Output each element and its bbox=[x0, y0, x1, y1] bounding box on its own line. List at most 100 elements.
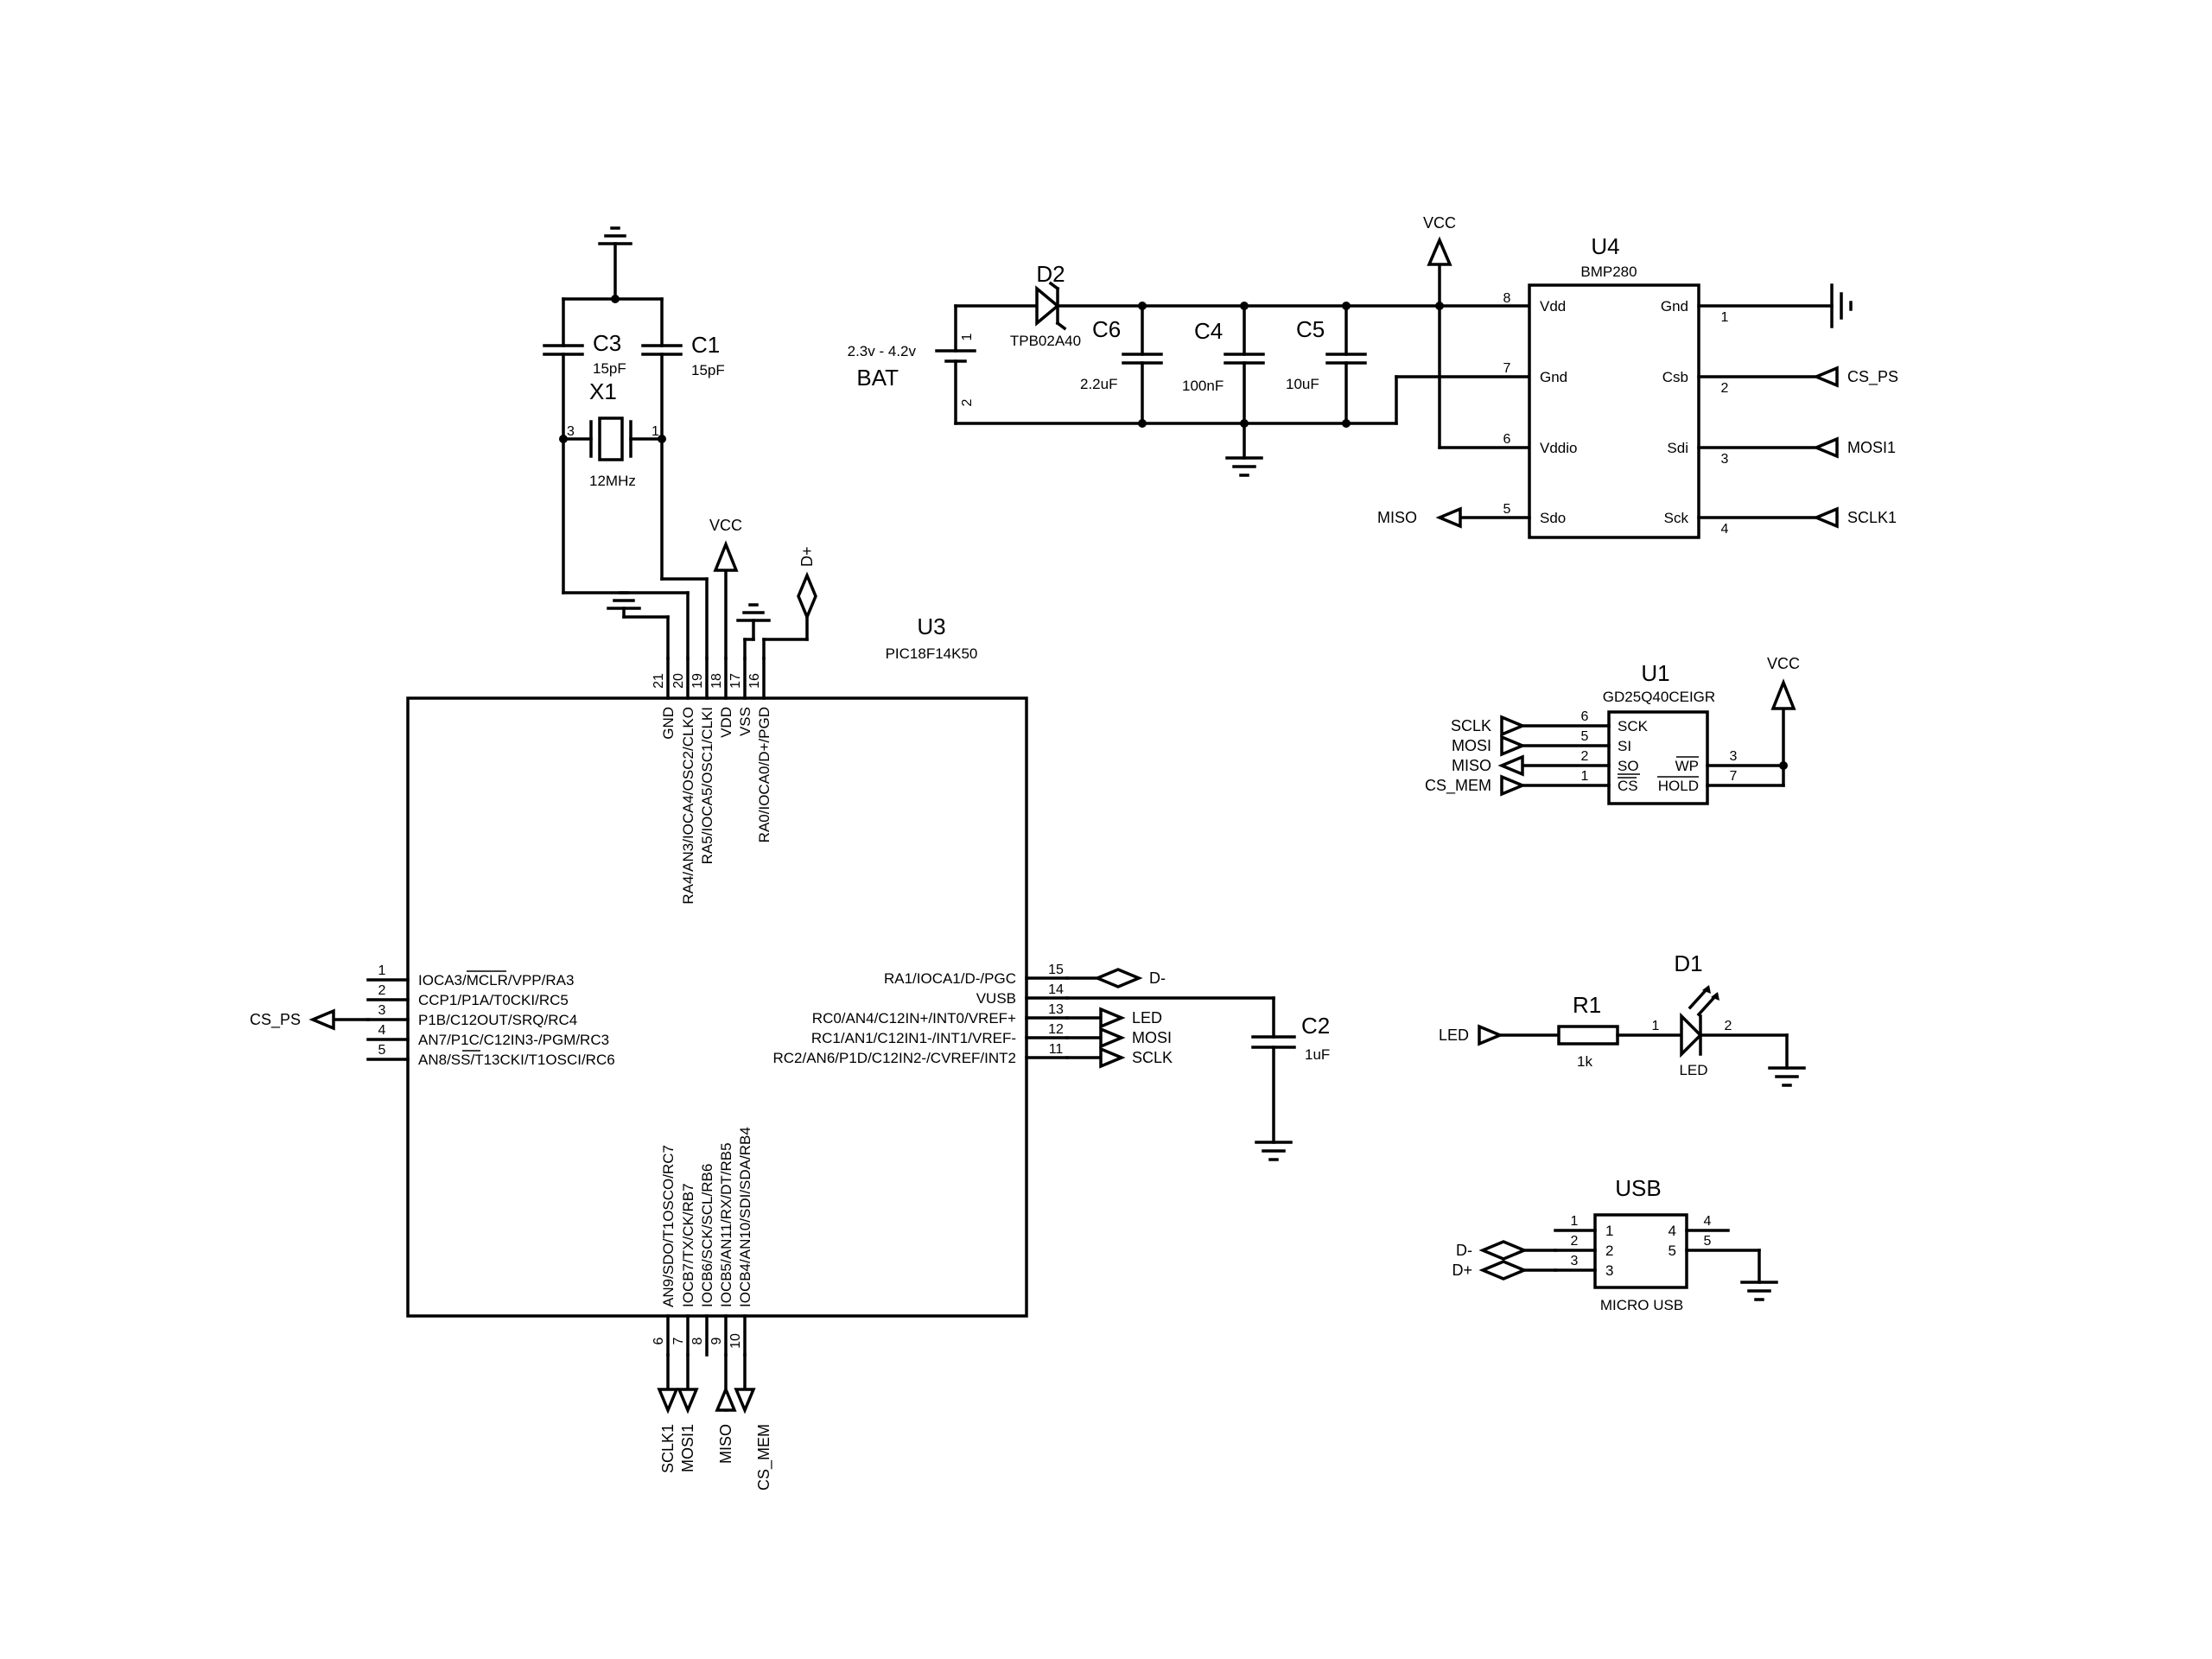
u3-pin-1-num: 1 bbox=[378, 963, 386, 978]
d1-pin-2: 2 bbox=[1725, 1019, 1732, 1033]
c2-ref: C2 bbox=[1301, 1013, 1330, 1039]
u1-pin-6-name: SCK bbox=[1618, 718, 1649, 734]
c3-value: 15pF bbox=[593, 360, 626, 377]
u1-body bbox=[1607, 710, 1709, 805]
dminus-label-u3: D- bbox=[1149, 969, 1166, 987]
bat-ref: BAT bbox=[856, 365, 899, 391]
u3-microcontroller: U3 PIC18F14K50 21 20 19 18 17 16 GND RA4… bbox=[366, 613, 1069, 1357]
u3-pin-11-num: 11 bbox=[1049, 1042, 1064, 1057]
cs-ps-port-u3 bbox=[308, 1008, 335, 1031]
power-supply-circuit: 1 2 2.3v - 4.2v BAT D2 TPB02A40 C6 2.2uF bbox=[848, 214, 1531, 477]
u4-pin-4-num: 4 bbox=[1721, 522, 1729, 537]
c5-ref: C5 bbox=[1296, 316, 1325, 342]
u3-bottom-nets: SCLK1 MOSI1 MISO CS_MEM bbox=[657, 1353, 773, 1491]
u3-pin-14-num: 14 bbox=[1048, 982, 1064, 997]
u3-ref: U3 bbox=[917, 613, 945, 639]
crystal-circuit: C3 15pF C1 15pF X1 12MHz 3 1 bbox=[543, 226, 725, 660]
u3-pin-13-name: RC0/AN4/C12IN+/INT0/VREF+ bbox=[812, 1010, 1016, 1027]
u3-pin-21-num: 21 bbox=[652, 673, 666, 689]
sclk1-label-u3: SCLK1 bbox=[659, 1424, 677, 1473]
u3-pin-20-name: RA4/AN3/IOCA4/OSC2/CLKO bbox=[680, 707, 696, 905]
u3-top-pins: 21 20 19 18 17 16 GND RA4/AN3/IOCA4/OSC2… bbox=[652, 657, 772, 905]
usb-pin-3-name: 3 bbox=[1605, 1262, 1613, 1279]
u3-left-pins: 1 2 3 4 5 IOCA3/MCLR/VPP/RA3 CCP1/P1A/T0… bbox=[366, 963, 615, 1068]
bat-pin-1: 1 bbox=[960, 333, 975, 340]
u1-ref: U1 bbox=[1641, 660, 1669, 686]
u4-pin-4-name: Sck bbox=[1664, 510, 1689, 526]
u3-pin-3-num: 3 bbox=[378, 1003, 386, 1018]
usb-pin-4-name: 4 bbox=[1669, 1223, 1676, 1239]
c4-ref: C4 bbox=[1194, 318, 1223, 344]
sclk-label-u3: SCLK bbox=[1132, 1049, 1173, 1066]
mosi1-label-u3: MOSI1 bbox=[679, 1424, 696, 1472]
u1-pin-7-name: HOLD bbox=[1658, 778, 1699, 794]
u1-pin-3-num: 3 bbox=[1730, 749, 1738, 764]
dplus-label-u3: D+ bbox=[798, 546, 816, 567]
u3-pin-14-name: VUSB bbox=[976, 990, 1016, 1007]
cs-mem-label-u1: CS_MEM bbox=[1425, 777, 1491, 795]
c6-value: 2.2uF bbox=[1080, 376, 1117, 392]
x1-value: 12MHz bbox=[589, 473, 636, 489]
u4-pin-5-num: 5 bbox=[1503, 502, 1511, 517]
mosi1-label-u4: MOSI1 bbox=[1847, 439, 1896, 456]
u3-pin-5-num: 5 bbox=[378, 1043, 386, 1058]
d1-part: LED bbox=[1679, 1062, 1707, 1078]
miso-port-u4 bbox=[1435, 506, 1462, 529]
usb-part: MICRO USB bbox=[1600, 1297, 1683, 1313]
c4-value: 100nF bbox=[1182, 378, 1224, 394]
u4-pin-5-name: Sdo bbox=[1540, 510, 1566, 526]
u3-pin-18-name: VDD bbox=[718, 707, 734, 738]
u4-pressure-sensor: U4 BMP280 8 7 6 5 Vdd Gnd Vddio Sdo MISO… bbox=[1377, 233, 1898, 539]
usb-pin-2-num: 2 bbox=[1571, 1234, 1579, 1249]
vcc-arrow-u1 bbox=[1770, 678, 1796, 710]
sclk-label-u1: SCLK bbox=[1451, 717, 1491, 734]
dplus-port-u3 bbox=[797, 571, 817, 621]
u4-pin-6-name: Vddio bbox=[1540, 440, 1577, 456]
dminus-label-usb: D- bbox=[1456, 1242, 1472, 1259]
u3-pin-8-name: IOCB6/SCK/SCL/RB6 bbox=[699, 1164, 715, 1307]
usb-pin-1-num: 1 bbox=[1571, 1214, 1579, 1229]
u3-pin-2-name: CCP1/P1A/T0CKI/RC5 bbox=[418, 992, 569, 1008]
sclk-port-u3 bbox=[1099, 1046, 1126, 1069]
cs-ps-port-u4 bbox=[1812, 365, 1839, 388]
u3-pin-8-num: 8 bbox=[690, 1337, 705, 1344]
u3-pin-19-num: 19 bbox=[690, 673, 705, 689]
led-circuit: LED R1 1k 1 D1 LED 2 bbox=[1439, 950, 1806, 1087]
u3-part: PIC18F14K50 bbox=[886, 645, 978, 662]
miso-label-u1: MISO bbox=[1452, 757, 1491, 774]
u3-pin-4-num: 4 bbox=[378, 1023, 386, 1038]
led-label-r1: LED bbox=[1439, 1027, 1469, 1044]
u4-ref: U4 bbox=[1591, 233, 1619, 259]
vcc-label-u1: VCC bbox=[1767, 655, 1800, 672]
u3-right-pins: 15 14 13 12 11 RA1/IOCA1/D-/PGC VUSB RC0… bbox=[772, 963, 1069, 1066]
u3-power-nets: VCC D+ bbox=[607, 517, 817, 660]
u1-pin-2-name: SO bbox=[1618, 758, 1639, 774]
u3-pin-19-name: RA5/IOCA5/OSC1/CLKI bbox=[699, 707, 715, 864]
u4-pin-7-num: 7 bbox=[1503, 361, 1511, 376]
mosi-label-u1: MOSI bbox=[1452, 737, 1491, 754]
c5-value: 10uF bbox=[1286, 376, 1319, 392]
miso-label-u4: MISO bbox=[1377, 509, 1417, 526]
sclk1-label-u4: SCLK1 bbox=[1847, 509, 1897, 526]
d1-light-arrow-a bbox=[1702, 985, 1711, 994]
u4-pin-8-num: 8 bbox=[1503, 291, 1511, 306]
d2-symbol bbox=[1035, 285, 1060, 327]
u4-pin-3-num: 3 bbox=[1721, 452, 1729, 467]
x1-ref: X1 bbox=[589, 378, 617, 404]
u3-pin-10-num: 10 bbox=[728, 1333, 743, 1349]
r1-ref: R1 bbox=[1573, 992, 1601, 1018]
u3-pin-13-num: 13 bbox=[1048, 1002, 1064, 1017]
cs-mem-label-u3: CS_MEM bbox=[755, 1424, 773, 1491]
usb-pin-5-num: 5 bbox=[1704, 1234, 1712, 1249]
u3-pin-2-num: 2 bbox=[378, 983, 386, 998]
u3-pin-6-name: AN9/SDO/T1OSCO/RC7 bbox=[660, 1145, 677, 1307]
u3-pin-21-name: GND bbox=[660, 707, 677, 740]
led-label-u3: LED bbox=[1132, 1009, 1162, 1027]
usb-pin-3-num: 3 bbox=[1571, 1254, 1579, 1268]
u3-pin-4-name: AN7/P1C/C12IN3-/PGM/RC3 bbox=[418, 1032, 609, 1048]
mosi1-port-u4 bbox=[1812, 436, 1839, 459]
u3-pin-16-num: 16 bbox=[747, 673, 762, 689]
mosi-label-u3: MOSI bbox=[1132, 1029, 1172, 1046]
dminus-port-u3 bbox=[1093, 968, 1143, 988]
u3-pin-17-name: VSS bbox=[737, 707, 753, 736]
